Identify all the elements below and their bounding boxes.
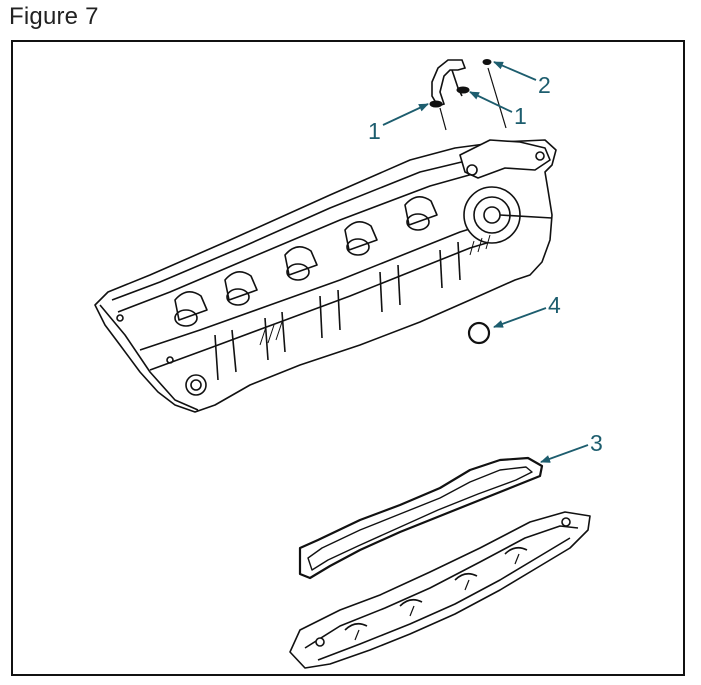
camshaft-cover	[289, 511, 591, 669]
leader-3	[540, 444, 589, 463]
callout-1-left: 1	[368, 118, 381, 144]
callout-3: 3	[590, 430, 603, 456]
leader-1-left	[382, 103, 429, 126]
breather-pipe	[431, 59, 507, 131]
figure-frame	[11, 40, 685, 676]
seals	[429, 59, 492, 108]
leader-2	[493, 61, 537, 81]
callout-2: 2	[538, 72, 551, 98]
callout-4: 4	[548, 292, 561, 318]
bolt-seal	[482, 59, 492, 65]
cylinder-head	[94, 139, 557, 413]
seal-left	[429, 100, 443, 108]
leader-4	[493, 307, 547, 328]
callouts: 1 1 2 4 3	[368, 72, 603, 456]
callout-1-right: 1	[514, 103, 527, 129]
leader-1-right	[469, 91, 513, 113]
o-ring	[467, 321, 491, 345]
figure-title: Figure 7	[9, 3, 99, 30]
seal-right	[456, 86, 470, 94]
leader-lines	[382, 61, 589, 463]
cover-gasket	[298, 456, 544, 580]
